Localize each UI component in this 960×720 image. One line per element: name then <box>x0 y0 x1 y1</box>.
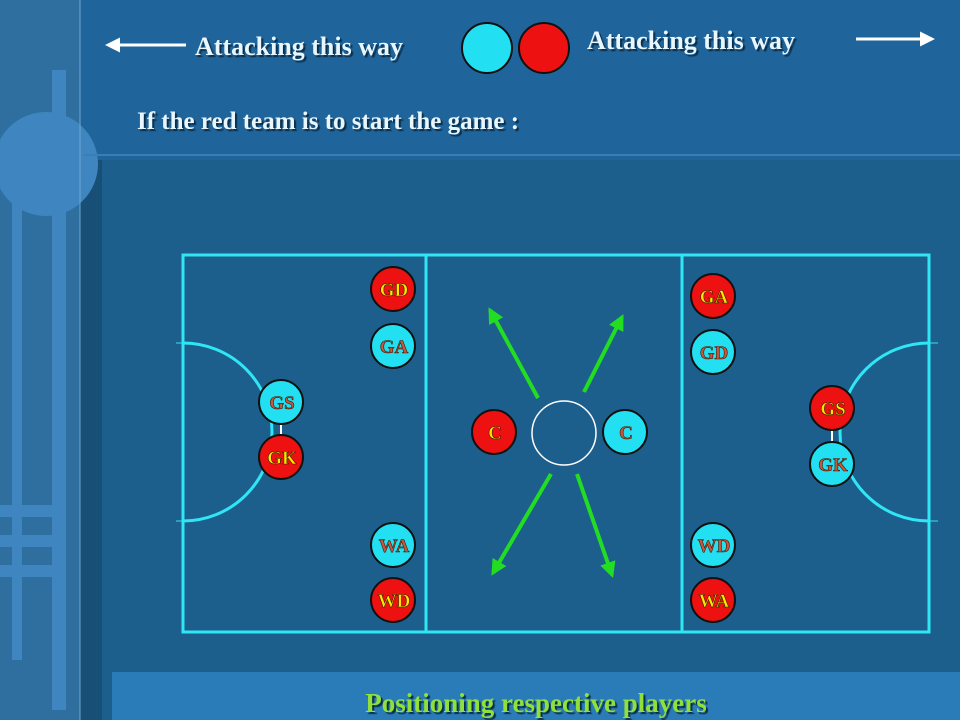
player-label: GS <box>269 393 294 414</box>
player-wd-right: WD <box>690 522 736 568</box>
player-wd-left: WD <box>370 577 416 623</box>
player-label: WA <box>379 536 410 557</box>
player-label: GD <box>700 343 729 364</box>
player-marker-cyan <box>370 323 416 369</box>
movement-arrow <box>488 307 540 399</box>
player-c-cyan: C <box>602 409 648 455</box>
movement-arrow <box>582 314 624 393</box>
player-label: C <box>488 423 502 444</box>
page-subtitle: If the red team is to start the game : <box>137 108 520 135</box>
player-marker-red <box>809 385 855 431</box>
player-wa-left: WA <box>370 522 416 568</box>
player-marker-red <box>258 434 304 480</box>
attack-right-label: Attacking this way <box>587 26 796 55</box>
player-gk-right: GK <box>809 441 855 487</box>
player-label: GA <box>380 337 409 358</box>
player-marker-red <box>370 577 416 623</box>
decorative-stripe <box>52 70 66 710</box>
player-marker-red <box>370 266 416 312</box>
player-wa-right: WA <box>690 577 736 623</box>
player-label: GD <box>380 280 409 301</box>
player-marker-red <box>690 273 736 319</box>
cyan-team-legend-circle <box>461 22 513 74</box>
centre-circle <box>531 400 597 466</box>
player-marker-cyan <box>370 522 416 568</box>
player-label: GK <box>267 448 297 469</box>
player-marker-cyan <box>690 329 736 375</box>
player-gs-left: GS <box>258 379 304 425</box>
player-label: WA <box>699 591 730 612</box>
decorative-stripe <box>0 565 54 577</box>
movement-arrow <box>575 473 616 579</box>
player-marker-cyan <box>809 441 855 487</box>
player-c-red: C <box>471 409 517 455</box>
red-team-legend-circle <box>518 22 570 74</box>
right-goal-circle <box>838 341 930 523</box>
player-label: WD <box>378 591 411 612</box>
player-gk-left: GK <box>258 434 304 480</box>
player-label: WD <box>698 536 731 557</box>
caption-band <box>112 672 960 720</box>
diagram-caption: Positioning respective players <box>365 688 707 718</box>
player-gs-right: GS <box>809 385 855 431</box>
decorative-stripe <box>0 505 54 517</box>
player-marker-red <box>471 409 517 455</box>
player-marker-cyan <box>602 409 648 455</box>
player-label: GS <box>820 399 845 420</box>
decorative-stripe <box>12 180 22 660</box>
court-outline <box>181 253 931 634</box>
movement-arrow <box>491 472 553 576</box>
decorative-stripe <box>0 535 54 547</box>
player-gd-left: GD <box>370 266 416 312</box>
player-ga-left: GA <box>370 323 416 369</box>
player-ga-right: GA <box>690 273 736 319</box>
player-marker-cyan <box>690 522 736 568</box>
player-marker-cyan <box>258 379 304 425</box>
player-marker-red <box>690 577 736 623</box>
player-label: GA <box>700 287 729 308</box>
player-gd-right: GD <box>690 329 736 375</box>
decorative-circle <box>0 112 98 216</box>
player-label: GK <box>818 455 848 476</box>
player-label: C <box>619 423 633 444</box>
left-goal-circle <box>182 341 274 523</box>
attack-left-label: Attacking this way <box>195 32 404 61</box>
title-band <box>80 0 960 160</box>
